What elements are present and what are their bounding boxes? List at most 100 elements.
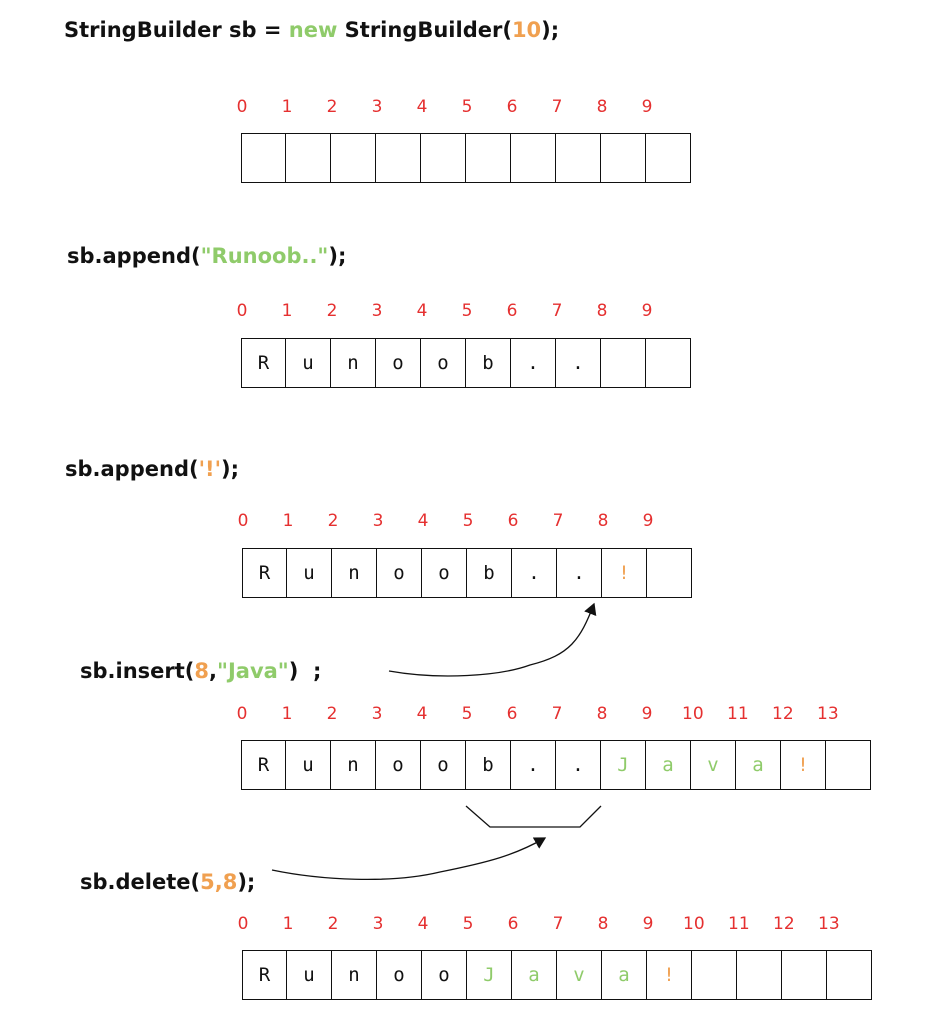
code-token: ); <box>328 244 347 268</box>
index-label: 2 <box>326 301 338 321</box>
code-append-runoob: sb.append("Runoob.."); <box>67 244 346 268</box>
array-cell <box>601 134 646 182</box>
array-cell <box>646 339 691 387</box>
array-cell <box>737 951 782 999</box>
array-cell: u <box>287 549 332 597</box>
array-cell: n <box>332 549 377 597</box>
index-label: 8 <box>597 511 609 531</box>
code-token: ); <box>541 18 560 42</box>
array-cell: u <box>287 951 332 999</box>
array-cell: o <box>422 951 467 999</box>
array-cell: . <box>511 339 556 387</box>
array-cell: a <box>512 951 557 999</box>
char-array <box>241 133 691 183</box>
array-cell: u <box>286 741 331 789</box>
index-label: 11 <box>728 914 750 934</box>
index-label: 8 <box>596 301 608 321</box>
array-cell: . <box>557 549 602 597</box>
index-label: 9 <box>641 97 653 117</box>
array-cell: o <box>421 741 466 789</box>
index-label: 9 <box>641 301 653 321</box>
code-token: 8 <box>194 659 210 683</box>
array-cell <box>376 134 421 182</box>
index-label: 4 <box>416 301 428 321</box>
array-cell: . <box>556 339 601 387</box>
index-label: 7 <box>552 511 564 531</box>
index-label: 5 <box>461 704 473 724</box>
index-label: 4 <box>416 704 428 724</box>
array-cell <box>601 339 646 387</box>
index-label: 11 <box>727 704 749 724</box>
index-label: 0 <box>237 511 249 531</box>
index-label: 4 <box>416 97 428 117</box>
index-label: 0 <box>236 97 248 117</box>
array-cell: v <box>691 741 736 789</box>
array-cell: o <box>422 549 467 597</box>
index-label: 1 <box>282 511 294 531</box>
index-label: 2 <box>327 511 339 531</box>
array-cell: n <box>331 339 376 387</box>
array-cell <box>692 951 737 999</box>
array-cell: . <box>556 741 601 789</box>
code-token: ); <box>221 457 240 481</box>
code-token: '!' <box>198 457 222 481</box>
array-cell: a <box>646 741 691 789</box>
delete-bracket <box>465 805 602 828</box>
index-label: 13 <box>817 704 839 724</box>
array-cell: R <box>241 339 286 387</box>
index-label: 0 <box>237 914 249 934</box>
array-cell: o <box>421 339 466 387</box>
code-token: sb.insert( <box>80 659 195 683</box>
array-cell <box>286 134 331 182</box>
index-label: 1 <box>282 914 294 934</box>
index-label: 1 <box>281 97 293 117</box>
code-token: "Runoob.." <box>200 244 329 268</box>
array-cell: b <box>466 339 511 387</box>
index-label: 1 <box>281 301 293 321</box>
array-cell <box>421 134 466 182</box>
code-token: new <box>288 18 338 42</box>
array-cell <box>647 549 692 597</box>
index-label: 2 <box>327 914 339 934</box>
array-cell: R <box>241 741 286 789</box>
index-label: 1 <box>281 704 293 724</box>
array-cell: J <box>601 741 646 789</box>
index-label: 10 <box>682 704 704 724</box>
array-cell: o <box>377 549 422 597</box>
array-cell: ! <box>602 549 647 597</box>
index-label: 3 <box>372 914 384 934</box>
code-token: sb.delete( <box>80 870 201 894</box>
index-label: 12 <box>773 914 795 934</box>
index-label: 13 <box>818 914 840 934</box>
index-label: 6 <box>506 97 518 117</box>
index-label: 8 <box>596 704 608 724</box>
array-cell: R <box>242 549 287 597</box>
array-cell: a <box>602 951 647 999</box>
code-append-exclamation: sb.append('!'); <box>65 457 239 481</box>
code-token: StringBuilder sb = <box>64 18 289 42</box>
array-cell <box>782 951 827 999</box>
array-cell: a <box>736 741 781 789</box>
index-label: 5 <box>462 914 474 934</box>
index-label: 0 <box>236 301 248 321</box>
array-cell <box>827 951 872 999</box>
array-cell <box>556 134 601 182</box>
array-cell: R <box>242 951 287 999</box>
array-cell: b <box>466 741 511 789</box>
index-label: 0 <box>236 704 248 724</box>
array-cell <box>466 134 511 182</box>
index-label: 2 <box>326 97 338 117</box>
code-token: , <box>209 659 218 683</box>
index-label: 8 <box>597 914 609 934</box>
index-label: 6 <box>507 914 519 934</box>
array-cell: n <box>332 951 377 999</box>
array-cell: o <box>377 951 422 999</box>
index-label: 8 <box>596 97 608 117</box>
array-cell <box>826 741 871 789</box>
array-cell <box>646 134 691 182</box>
index-label: 7 <box>551 97 563 117</box>
index-label: 10 <box>683 914 705 934</box>
